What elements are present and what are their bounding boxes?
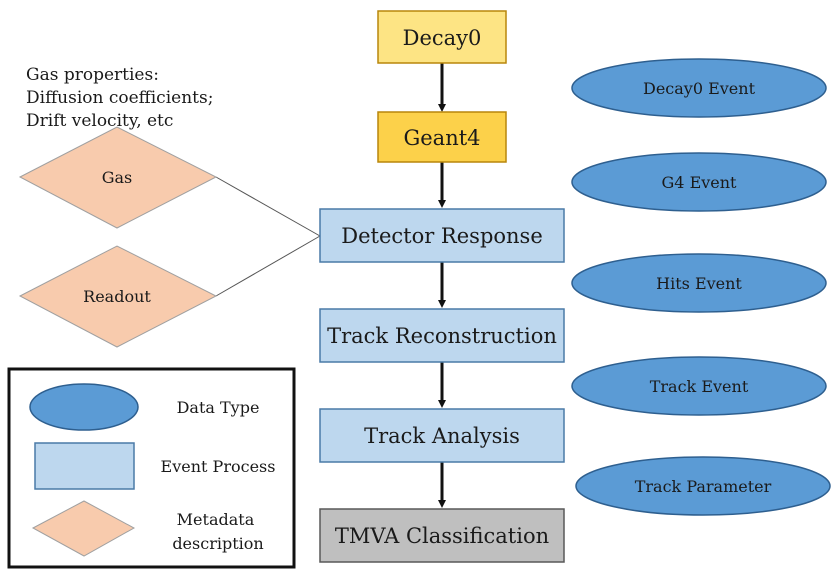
readout-diamond: Readout	[18, 245, 218, 348]
geant4-box: Geant4	[377, 111, 507, 163]
detector-response-box: Detector Response	[319, 208, 565, 263]
legend-diamond-swatch	[31, 500, 136, 557]
decay0-label: Decay0	[403, 26, 482, 50]
legend-metadata-line-2: description	[172, 534, 263, 553]
legend-data-type-label: Data Type	[177, 398, 260, 417]
note-line-1: Gas properties:	[26, 65, 159, 85]
track-analysis-box: Track Analysis	[319, 408, 565, 463]
geant4-label: Geant4	[403, 126, 480, 150]
note-line-3: Drift velocity, etc	[26, 111, 173, 131]
track-reconstruction-label: Track Reconstruction	[327, 324, 557, 348]
hits-event-ellipse: Hits Event	[571, 253, 827, 313]
legend-metadata-label: Metadata description	[172, 510, 263, 553]
legend-metadata-line-1: Metadata	[177, 510, 255, 529]
gas-diamond: Gas	[18, 126, 218, 229]
legend-ellipse-swatch	[29, 383, 139, 431]
decay0-event-label: Decay0 Event	[643, 79, 756, 98]
detector-response-label: Detector Response	[341, 224, 543, 248]
legend: Data Type Event Process Metadata descrip…	[7, 367, 296, 569]
g4-event-ellipse: G4 Event	[571, 152, 827, 212]
g4-event-label: G4 Event	[662, 173, 738, 192]
readout-connector-line	[215, 235, 321, 297]
track-parameter-ellipse: Track Parameter	[575, 456, 831, 516]
tmva-classification-label: TMVA Classification	[335, 524, 549, 548]
decay0-event-ellipse: Decay0 Event	[571, 58, 827, 118]
track-reconstruction-box: Track Reconstruction	[319, 308, 565, 363]
note-line-2: Diffusion coefficients;	[26, 88, 213, 108]
track-event-label: Track Event	[650, 377, 749, 396]
track-analysis-label: Track Analysis	[364, 424, 520, 448]
tmva-classification-box: TMVA Classification	[319, 508, 565, 563]
gas-properties-note: Gas properties: Diffusion coefficients; …	[26, 65, 219, 131]
readout-label: Readout	[83, 287, 151, 306]
hits-event-label: Hits Event	[656, 274, 742, 293]
decay0-box: Decay0	[377, 10, 507, 64]
gas-label: Gas	[102, 168, 133, 187]
legend-event-process-label: Event Process	[161, 457, 276, 476]
track-parameter-label: Track Parameter	[635, 477, 772, 496]
track-event-ellipse: Track Event	[571, 356, 827, 416]
legend-rect-swatch	[34, 442, 135, 490]
gas-connector-line	[215, 176, 321, 237]
